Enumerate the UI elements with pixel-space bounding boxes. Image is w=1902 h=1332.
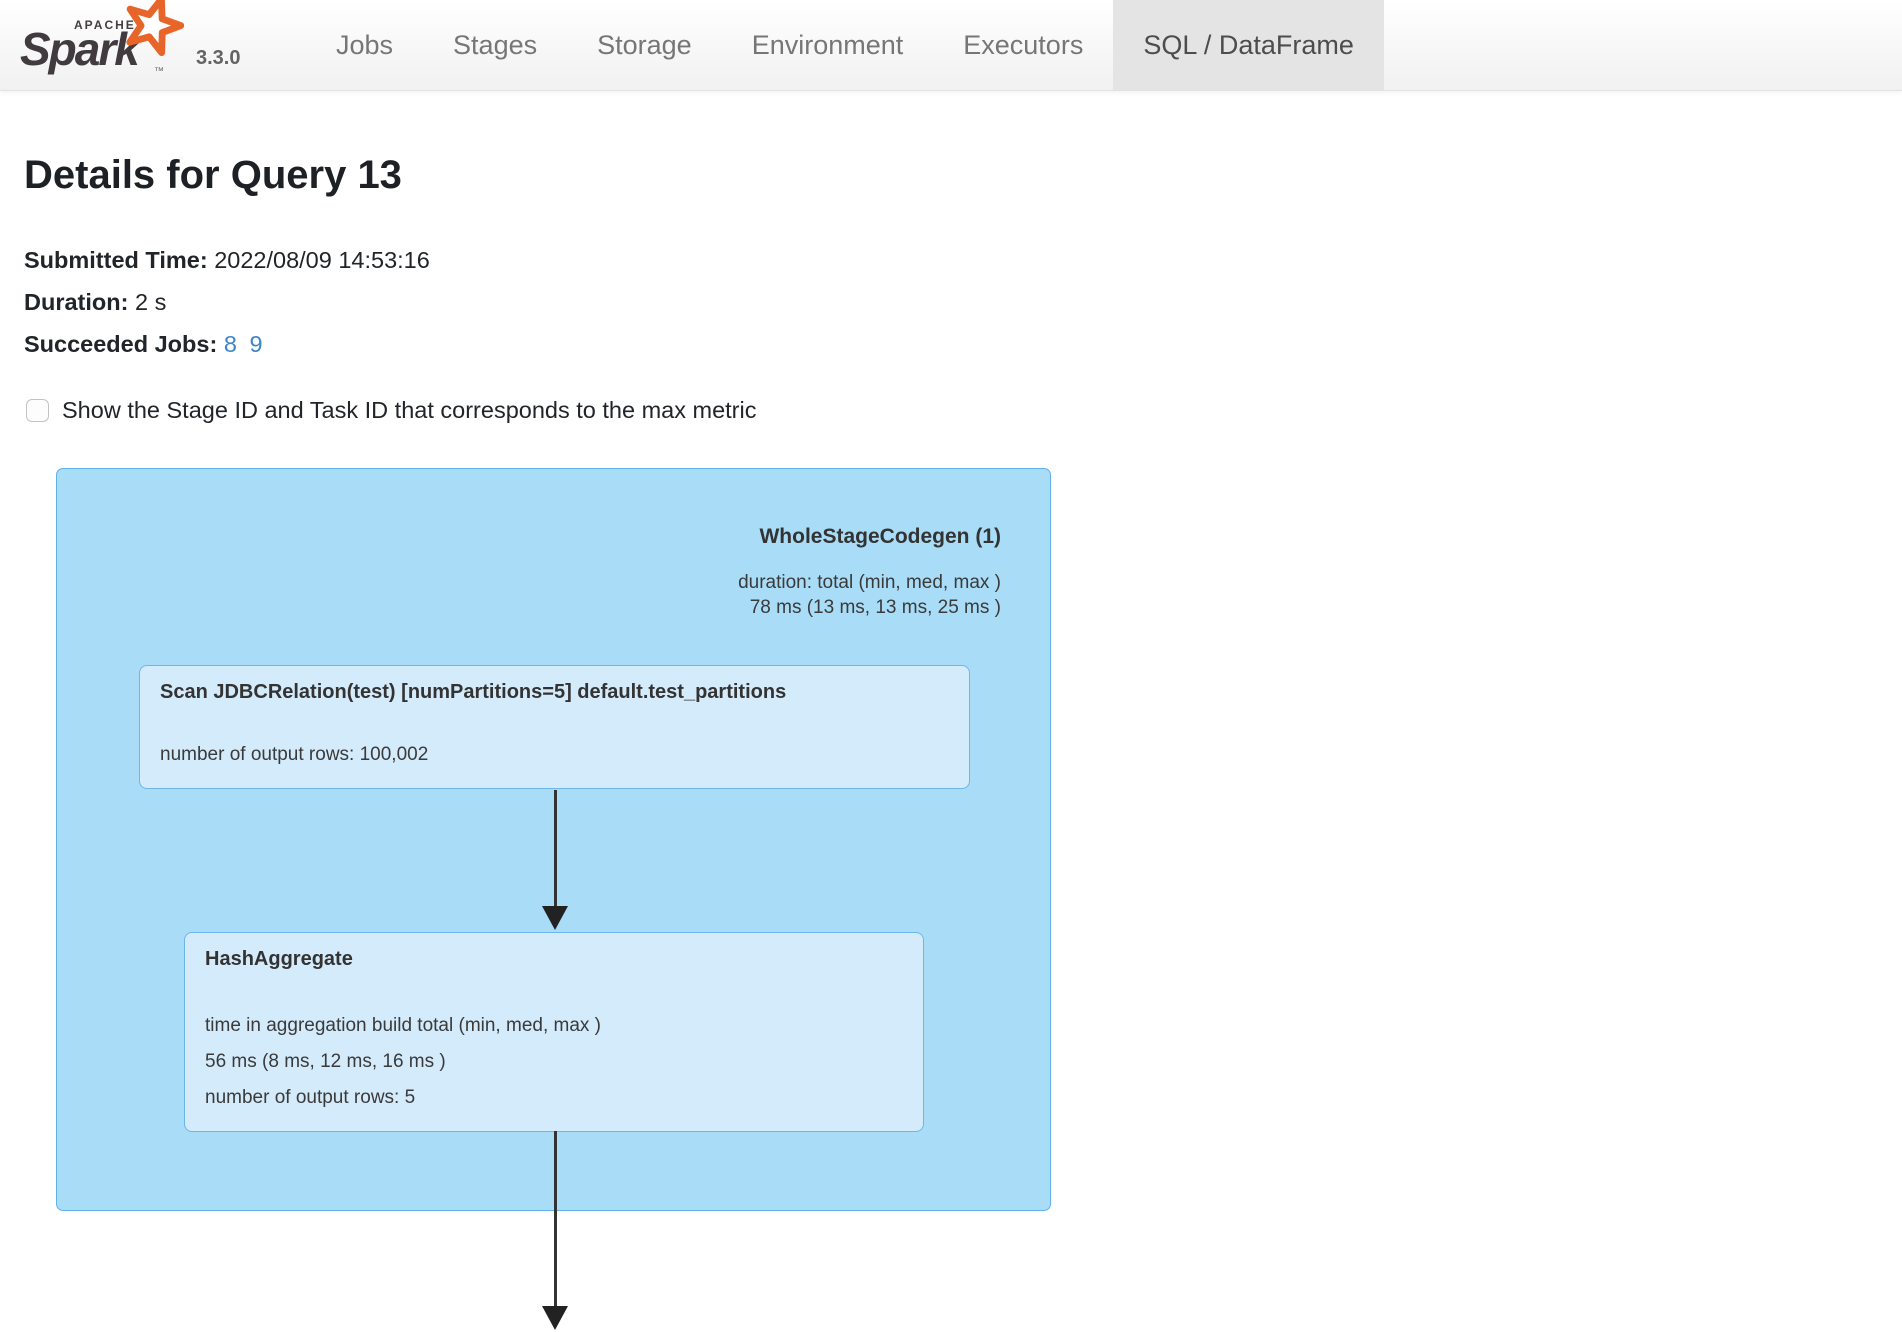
cluster-metric-line: 78 ms (13 ms, 13 ms, 25 ms ) bbox=[749, 597, 1001, 618]
tab-stages[interactable]: Stages bbox=[453, 29, 538, 60]
nav-tabs: Jobs Stages Storage Environment Executor… bbox=[306, 0, 1384, 90]
dag-edge-hashaggregate-down bbox=[554, 1131, 557, 1306]
query-plan-visualization: WholeStageCodegen (1) duration: total (m… bbox=[56, 468, 1056, 1332]
tab-environment[interactable]: Environment bbox=[751, 29, 904, 60]
dag-edge-scan-to-hashaggregate bbox=[554, 790, 557, 908]
spark-logo-apache-text: APACHE bbox=[74, 18, 136, 32]
succeeded-jobs-label: Succeeded Jobs: bbox=[24, 331, 218, 357]
dag-edge-arrowhead-icon bbox=[542, 906, 568, 930]
job-link-9[interactable]: 9 bbox=[249, 331, 263, 357]
max-metric-checkbox-row: Show the Stage ID and Task ID that corre… bbox=[24, 397, 1902, 424]
node-title: Scan JDBCRelation(test) [numPartitions=5… bbox=[160, 681, 787, 703]
top-navbar: APACHE Spark ™ 3.3.0 Jobs Stages Storage… bbox=[0, 0, 1902, 91]
node-metrics: number of output rows: 100,002 bbox=[160, 737, 949, 773]
spark-brand: APACHE Spark ™ 3.3.0 bbox=[0, 0, 266, 90]
dag-node-scan-jdbcrelation: Scan JDBCRelation(test) [numPartitions=5… bbox=[139, 665, 970, 789]
cluster-metric-line: duration: total (min, med, max ) bbox=[738, 572, 1001, 593]
node-metrics: time in aggregation build total (min, me… bbox=[205, 1008, 903, 1116]
query-metadata: Submitted Time: 2022/08/09 14:53:16 Dura… bbox=[24, 239, 1902, 365]
node-metric-line: number of output rows: 5 bbox=[205, 1087, 416, 1108]
submitted-time-row: Submitted Time: 2022/08/09 14:53:16 bbox=[24, 239, 1902, 281]
max-metric-checkbox-label: Show the Stage ID and Task ID that corre… bbox=[62, 397, 757, 423]
cluster-metrics: duration: total (min, med, max ) 78 ms (… bbox=[738, 570, 1001, 620]
spark-logo-star-icon bbox=[122, 0, 185, 61]
dag-node-hashaggregate: HashAggregate time in aggregation build … bbox=[184, 932, 924, 1132]
dag-edge-arrowhead-icon bbox=[542, 1306, 568, 1330]
cluster-header: WholeStageCodegen (1) duration: total (m… bbox=[738, 525, 1001, 620]
duration-row: Duration: 2 s bbox=[24, 281, 1902, 323]
main-content: Details for Query 13 Submitted Time: 202… bbox=[24, 151, 1902, 424]
submitted-time-value: 2022/08/09 14:53:16 bbox=[214, 247, 430, 273]
succeeded-jobs-row: Succeeded Jobs: 8 9 bbox=[24, 323, 1902, 365]
node-metric-line: time in aggregation build total (min, me… bbox=[205, 1015, 602, 1036]
tab-jobs[interactable]: Jobs bbox=[336, 29, 394, 60]
cluster-title: WholeStageCodegen (1) bbox=[759, 525, 1001, 548]
spark-logo-trademark: ™ bbox=[154, 66, 164, 77]
node-metric-line: number of output rows: 100,002 bbox=[160, 744, 429, 765]
tab-sql-dataframe[interactable]: SQL / DataFrame bbox=[1113, 0, 1384, 90]
duration-value: 2 s bbox=[134, 289, 167, 315]
wholestagecodegen-cluster: WholeStageCodegen (1) duration: total (m… bbox=[56, 468, 1051, 1211]
spark-logo: APACHE Spark ™ bbox=[16, 0, 186, 82]
node-metric-line: 56 ms (8 ms, 12 ms, 16 ms ) bbox=[205, 1051, 446, 1072]
job-link-8[interactable]: 8 bbox=[223, 331, 237, 357]
tab-executors[interactable]: Executors bbox=[963, 29, 1084, 60]
tab-storage[interactable]: Storage bbox=[597, 29, 692, 60]
spark-logo-wordmark: Spark bbox=[20, 23, 140, 75]
submitted-time-label: Submitted Time: bbox=[24, 247, 208, 273]
max-metric-checkbox[interactable] bbox=[26, 399, 49, 422]
node-title: HashAggregate bbox=[205, 948, 353, 970]
page-title: Details for Query 13 bbox=[24, 153, 402, 197]
spark-version: 3.3.0 bbox=[196, 47, 241, 69]
duration-label: Duration: bbox=[24, 289, 129, 315]
